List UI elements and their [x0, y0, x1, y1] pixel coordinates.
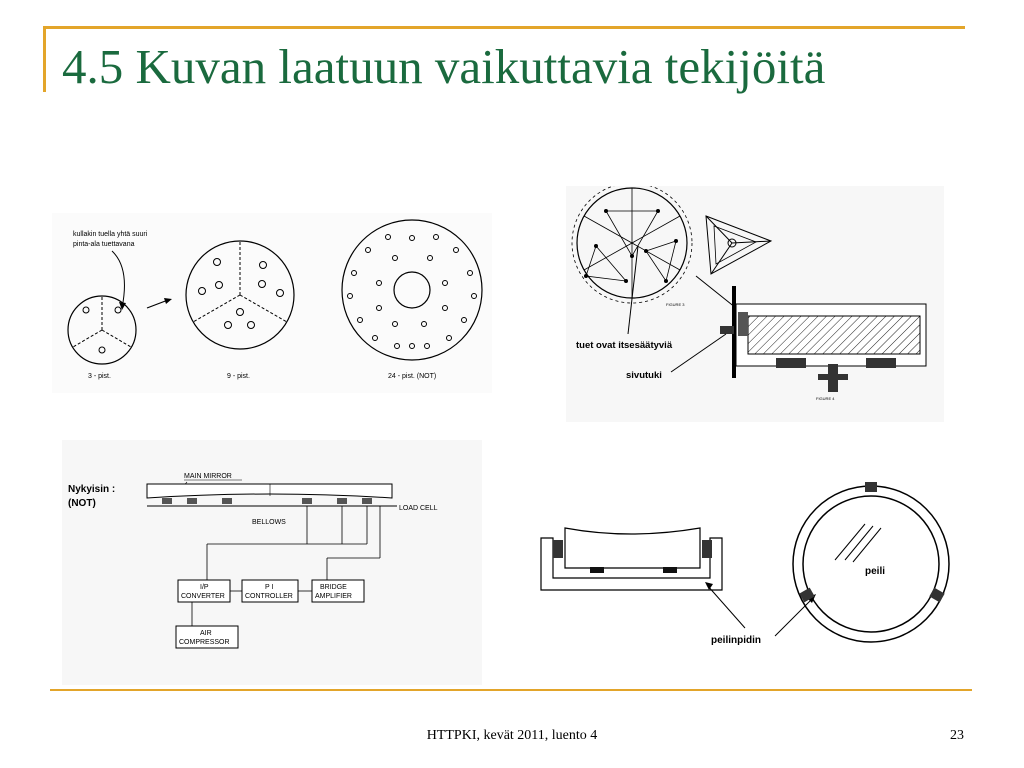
label-3-points: 3 - pist. [88, 373, 111, 380]
label-not: (NOT) [68, 498, 96, 509]
label-load-cell: LOAD CELL [399, 505, 438, 512]
active-support-diagram: Nykyisin : (NOT) MAIN MIRROR BELLOWS LOA… [62, 440, 482, 685]
support-annotation-line1: kullakin tuella yhtä suuri [73, 231, 148, 238]
label-24-points: 24 - pist. (NOT) [388, 373, 436, 380]
pi-controller-line2: CONTROLLER [245, 593, 293, 600]
pi-controller-line1: P I [265, 584, 273, 591]
air-compressor-box [175, 625, 239, 649]
title-accent-horizontal [43, 26, 965, 29]
annotation-arrow [111, 250, 125, 309]
ip-converter-line2: CONVERTER [181, 593, 225, 600]
air-compressor-line2: COMPRESSOR [179, 639, 230, 646]
bridge-amplifier-line1: BRIDGE [320, 584, 347, 591]
label-mirror: peili [865, 566, 885, 577]
bridge-amplifier-line2: AMPLIFIER [315, 593, 352, 600]
main-mirror [146, 483, 393, 499]
label-holder: peilinpidin [711, 635, 761, 646]
ip-converter-line1: I/P [200, 584, 209, 591]
bellows [162, 498, 372, 504]
support-points-diagram: kullakin tuella yhtä suuri pinta-ala tue… [52, 213, 492, 393]
twenty-four-point-support [341, 219, 483, 361]
mirror-ring [792, 482, 950, 643]
slide-title: 4.5 Kuvan laatuun vaikuttavia tekijöitä [62, 39, 826, 94]
footer-text: HTTPKI, kevät 2011, luento 4 [426, 728, 598, 743]
self-adjusting-supports-diagram: FIGURE 3 FIGURE 4 tuet ovat itsesäätyviä… [566, 186, 944, 422]
label-side-support: sivutuki [626, 370, 662, 381]
triangle-support [705, 215, 773, 275]
support-top-view [571, 186, 693, 304]
mirror-holder-diagram: peilinpidin peili [535, 478, 965, 658]
support-annotation-line2: pinta-ala tuettavana [73, 241, 135, 248]
holder-cross-section [540, 527, 723, 591]
air-compressor-line1: AIR [200, 630, 212, 637]
label-self-adjusting: tuet ovat itsesäätyviä [576, 340, 673, 351]
label-main-mirror: MAIN MIRROR [184, 473, 232, 480]
page-number: 23 [950, 728, 964, 743]
figure-4-label: FIGURE 4 [816, 396, 835, 401]
figure-3-label: FIGURE 3 [666, 302, 685, 307]
label-nykyisin: Nykyisin : [68, 484, 115, 495]
mirror-cross-section [720, 286, 927, 392]
title-accent-vertical [43, 26, 46, 92]
three-point-support [67, 295, 137, 365]
footer-divider [50, 689, 972, 691]
label-bellows: BELLOWS [252, 519, 286, 526]
nine-point-support [185, 240, 295, 350]
label-9-points: 9 - pist. [227, 373, 250, 380]
